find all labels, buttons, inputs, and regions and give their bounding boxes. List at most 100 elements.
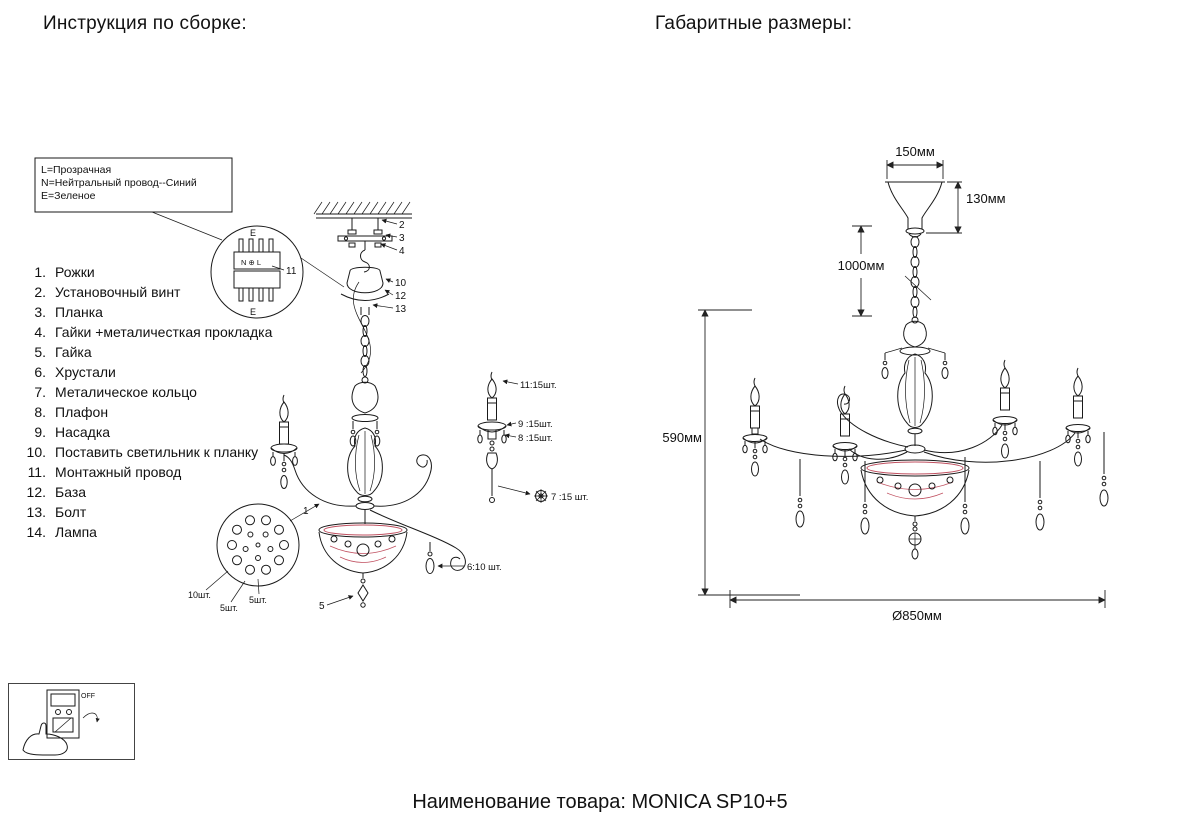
ring-qty-10: 10шт.	[188, 590, 211, 600]
ring-qty-5b: 5шт.	[249, 595, 267, 605]
qty-label-9: 9 :15шт.	[518, 419, 553, 430]
baluster-column	[347, 427, 383, 524]
part-label: Установочный винт	[55, 284, 181, 300]
switch-body	[46, 689, 80, 739]
assembly-diagram: L=Прозрачная N=Нейтральный провод--Синий…	[34, 157, 588, 613]
qty-label-11: 11:15шт.	[520, 380, 557, 391]
wiring-label-e-top: E	[250, 228, 256, 238]
part-label: Планка	[55, 304, 103, 320]
dim-top-width	[886, 160, 944, 179]
part-number: 8.	[34, 404, 46, 420]
part-number: 4.	[34, 324, 46, 340]
candle	[832, 385, 858, 485]
bowl	[318, 522, 408, 608]
parts-list: 1.Рожки 2.Установочный винт 3.Планка 4.Г…	[18, 262, 273, 542]
part-label: Насадка	[55, 424, 111, 440]
part-label: Гайки +металичесткая прокладка	[55, 324, 273, 340]
wiring-detail-circle	[210, 225, 345, 319]
parts-list-item: 7.Металическое кольцо	[18, 382, 272, 402]
crystal-drop	[425, 542, 464, 574]
part-number: 5.	[34, 344, 46, 360]
part-number: 12.	[26, 484, 46, 500]
mount-hardware	[337, 218, 398, 273]
part-label: База	[55, 484, 87, 500]
qty-label-8: 8 :15шт.	[518, 433, 553, 444]
candle-left	[270, 394, 298, 489]
dim-label-1000: 1000мм	[838, 258, 885, 273]
dim-label-130: 130мм	[966, 191, 1006, 206]
parts-list-item: 11. Монтажный провод	[18, 462, 272, 482]
legend-line-e: E=Зеленое	[41, 190, 96, 202]
parts-list-item: 2. Установочный винт	[18, 282, 272, 302]
parts-list-item: 10. Поставить светильник к планку	[18, 442, 272, 462]
canopy	[340, 266, 394, 315]
qty-label-6: 6:10 шт.	[467, 562, 502, 573]
canopy	[885, 181, 945, 238]
chain	[904, 236, 932, 318]
assembly-title: Инструкция по сборке:	[43, 13, 247, 34]
dim-chain-length	[852, 225, 872, 317]
product-caption: Наименование товара: MONICA SP10+5	[412, 791, 788, 813]
crystal-strands	[795, 432, 1109, 535]
wiring-label-e-bottom: E	[250, 307, 256, 317]
part-label: Поставить светильник к планку	[55, 444, 259, 460]
dim-canopy-height	[926, 181, 962, 234]
candle	[1065, 367, 1091, 467]
upper-ornament	[349, 376, 381, 447]
parts-list-item: 3.Планка	[18, 302, 272, 322]
legend-line-l: L=Прозрачная	[41, 164, 111, 176]
assembly-labels: L=Прозрачная N=Нейтральный провод--Синий…	[41, 164, 588, 613]
dim-diameter	[729, 590, 1106, 608]
parts-list-item: 9. Насадка	[18, 422, 272, 442]
part-number: 14.	[26, 524, 46, 540]
callout-4: 4	[399, 246, 405, 257]
qty-label-7: 7 :15 шт.	[551, 492, 588, 503]
part-number: 1.	[34, 264, 46, 280]
bowl	[860, 459, 970, 560]
callout-12: 12	[395, 291, 407, 302]
metal-ring-icon	[534, 489, 548, 503]
parts-list-item: 6.Хрустали	[18, 362, 272, 382]
baluster-column	[897, 353, 933, 454]
dim-label-590: 590мм	[662, 430, 702, 445]
switch-drawing: OFF	[22, 689, 100, 756]
toggle-arrow	[82, 712, 100, 723]
wiring-legend-box	[34, 157, 233, 241]
arms	[283, 454, 466, 571]
part-number: 10.	[26, 444, 46, 460]
callout-2: 2	[399, 220, 405, 231]
part-label: Гайка	[55, 344, 92, 360]
part-label: Болт	[55, 504, 87, 520]
part-number: 11.	[27, 464, 46, 480]
switch-off-label: OFF	[81, 693, 95, 700]
candle-exploded	[477, 371, 531, 503]
part-label: Монтажный провод	[55, 464, 182, 480]
part-number: 7.	[34, 384, 46, 400]
part-number: 9.	[34, 424, 46, 440]
dimensions-diagram: 150мм 130мм 1000мм 590мм Ø850мм	[662, 144, 1109, 623]
callout-5: 5	[319, 601, 325, 612]
upper-ornament	[881, 316, 949, 379]
ceiling-hatch	[313, 201, 412, 219]
callout-3: 3	[399, 233, 405, 244]
part-label: Плафон	[55, 404, 109, 420]
part-number: 2.	[34, 284, 46, 300]
parts-list-item: 13. Болт	[18, 502, 272, 522]
wiring-terminals-label: N ⊕ L	[241, 258, 261, 267]
candle	[992, 359, 1018, 459]
dimension-labels: 150мм 130мм 1000мм 590мм Ø850мм	[662, 144, 1005, 623]
candle	[742, 377, 768, 477]
ring-detail-circle	[205, 503, 354, 606]
dim-label-850: Ø850мм	[892, 608, 942, 623]
part-number: 13.	[26, 504, 46, 520]
arms	[759, 393, 1076, 463]
callout-11: 11	[286, 266, 297, 277]
dim-body-height	[698, 309, 800, 596]
parts-list-item: 8. Плафон	[18, 402, 272, 422]
part-label: Лампа	[55, 524, 97, 540]
parts-list-item: 4. Гайки +металичесткая прокладка	[18, 322, 272, 342]
mounting-wire	[353, 281, 371, 374]
parts-list-item: 14. Лампа	[18, 522, 272, 542]
dimensions-title: Габаритные размеры:	[655, 13, 853, 34]
